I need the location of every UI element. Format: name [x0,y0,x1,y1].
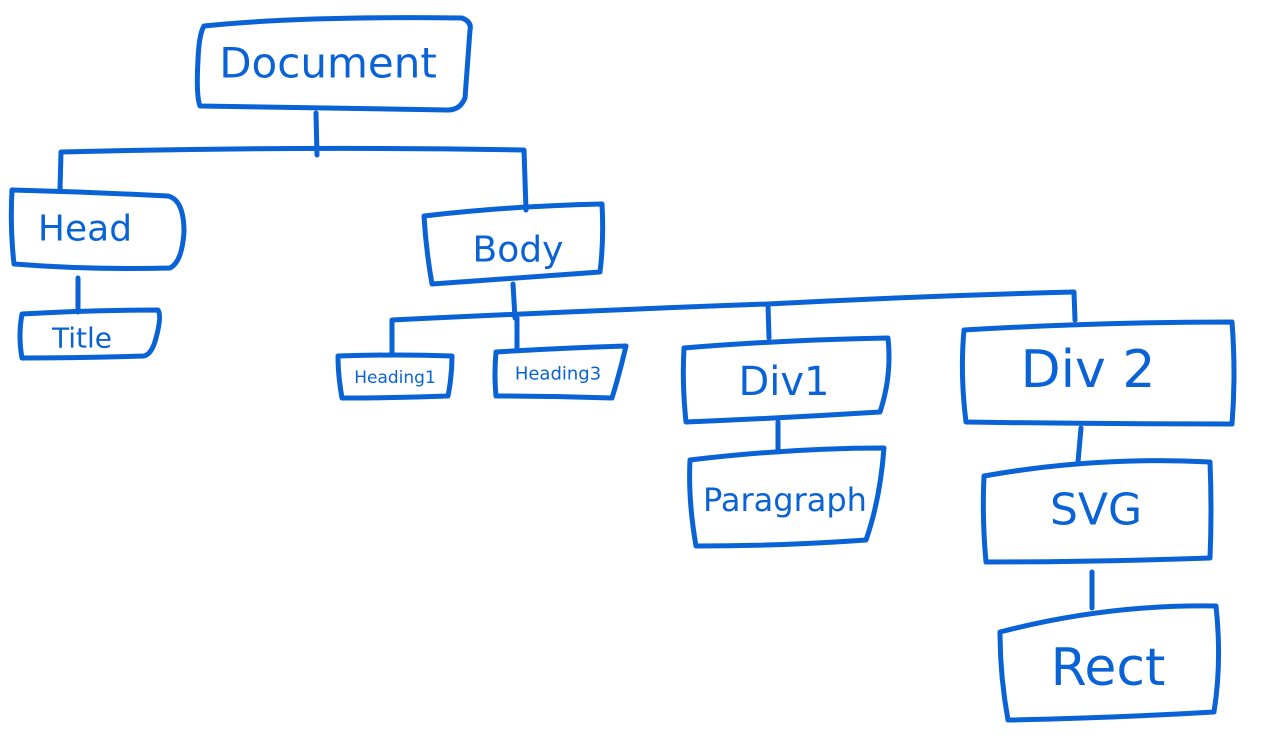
node-body-label: Body [473,230,564,271]
node-div1-label: Div1 [738,359,829,405]
edge-div2-to-svg [1075,425,1084,465]
node-div1-box [680,335,892,425]
node-paragraph-label: Paragraph [703,481,867,519]
node-title-box [17,307,163,361]
node-svg-box [980,458,1214,565]
node-heading3-label: Heading3 [515,364,601,385]
node-div1: Div1 [680,335,892,425]
node-rect: Rect [997,603,1222,723]
node-div2: Div 2 [959,319,1237,427]
node-div2-box [959,319,1237,427]
node-document-label: Document [219,39,437,88]
node-svg-label: SVG [1050,485,1142,536]
node-paragraph: Paragraph [687,445,887,549]
tree-connectors [57,110,1095,611]
edge-document-to-children [57,110,529,213]
node-rect-label: Rect [1051,638,1166,698]
edge-body-to-children [389,281,1078,357]
node-heading3-box [492,343,629,401]
node-paragraph-box [687,445,887,549]
node-document-box [194,15,473,113]
node-heading1-label: Heading1 [354,368,436,388]
node-head: Head [8,187,187,271]
node-head-box [8,187,187,271]
node-heading3: Heading3 [492,343,629,401]
node-title: Title [17,307,163,361]
node-head-label: Head [38,209,132,250]
node-heading1-box [335,352,455,401]
node-rect-box [997,603,1222,723]
node-title-label: Title [51,322,112,355]
node-heading1: Heading1 [335,352,455,401]
node-svg: SVG [980,458,1214,565]
node-body-box [421,201,606,287]
node-document: Document [194,15,473,113]
node-div2-label: Div 2 [1021,340,1156,400]
node-body: Body [421,201,606,287]
